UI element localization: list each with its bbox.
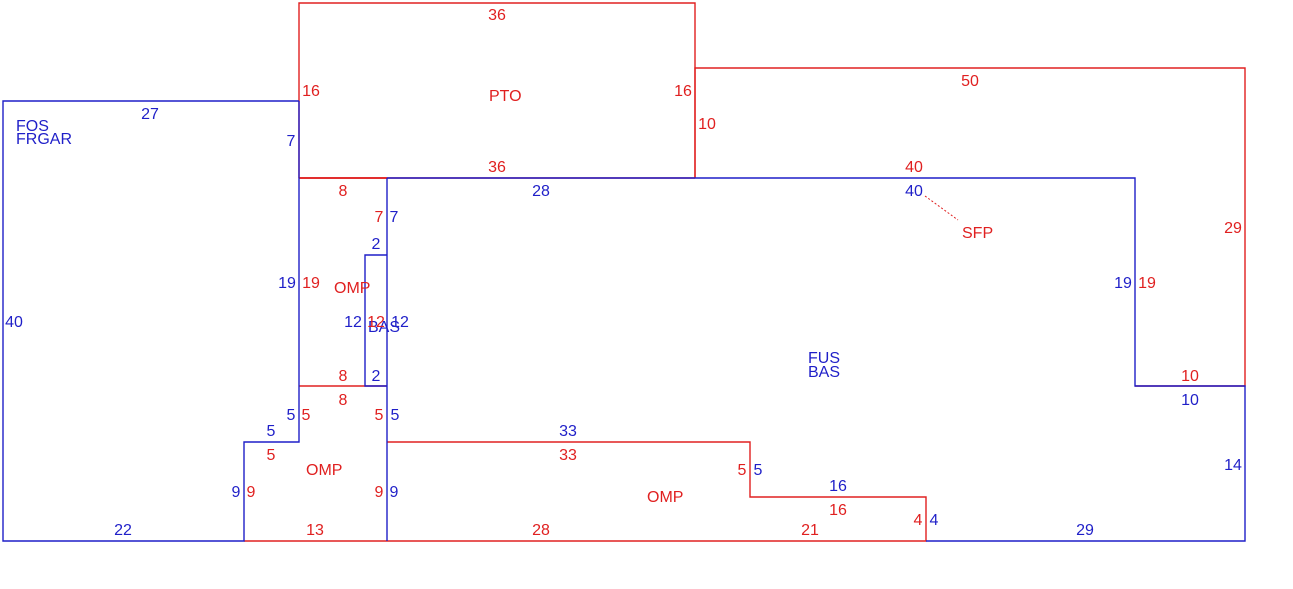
sfp-leader-line xyxy=(924,195,959,221)
dim-pto-top: 36 xyxy=(488,7,506,24)
dim-omp-upper-left: 19 xyxy=(302,275,320,292)
dim-sfp-top: 50 xyxy=(961,73,979,90)
dim-garage-step-top: 5 xyxy=(267,423,276,440)
dim-omp-bottom-step-top-red: 16 xyxy=(829,502,847,519)
dim-garage-left: 40 xyxy=(5,314,23,331)
dim-garage-bottom: 22 xyxy=(114,522,132,539)
dim-omp-left-left-upper: 5 xyxy=(302,407,311,424)
main-living-outline xyxy=(387,177,1246,542)
garage-label-line2: FRGAR xyxy=(16,131,72,148)
dim-omp-bottom-bottom-left: 28 xyxy=(532,522,550,539)
pto-label: PTO xyxy=(489,88,522,105)
dim-omp-bottom-bottom-right: 21 xyxy=(801,522,819,539)
dim-pto-bottom: 36 xyxy=(488,159,506,176)
dim-omp-bottom-step-right-blue: 5 xyxy=(754,462,763,479)
dim-main-bottom-right: 29 xyxy=(1076,522,1094,539)
dim-pto-left: 16 xyxy=(302,83,320,100)
blue-outlines xyxy=(2,100,1246,542)
dim-sfp-right: 29 xyxy=(1224,220,1242,237)
omp-bottom-outline xyxy=(244,441,927,542)
omp-upper-label: OMP xyxy=(334,280,370,297)
dim-omp-bottom-right-blue: 4 xyxy=(930,512,939,529)
garage-label-line1: FOS xyxy=(16,118,49,135)
dim-garage-top: 27 xyxy=(141,106,159,123)
dim-omp-upper-right: 7 xyxy=(375,209,384,226)
dim-omp-left-step: 5 xyxy=(267,447,276,464)
main-label-line2: BAS xyxy=(808,364,840,381)
dim-omp-bottom-top-red: 33 xyxy=(559,447,577,464)
main-label-line1: FUS xyxy=(808,350,840,367)
omp-bottom-label: OMP xyxy=(647,489,683,506)
dim-omp-left-left: 9 xyxy=(247,484,256,501)
omp-left-label: OMP xyxy=(306,462,342,479)
dim-omp-bottom-right: 4 xyxy=(914,512,923,529)
sfp-label: SFP xyxy=(962,225,993,242)
dim-main-top-right: 40 xyxy=(905,183,923,200)
red-dimensions: 36 16 16 50 10 36 40 8 7 29 19 19 12 8 1… xyxy=(247,7,1242,539)
dim-omp-left-bottom: 13 xyxy=(306,522,324,539)
dim-garage-right-mid: 19 xyxy=(278,275,296,292)
dim-omp-bottom-top: 33 xyxy=(559,423,577,440)
dim-omp-bottom-step-right: 5 xyxy=(738,462,747,479)
area-labels: FOS FRGAR PTO SFP FUS BAS OMP BAS OMP OM… xyxy=(16,88,993,506)
dim-main-notch-right: 12 xyxy=(391,314,409,331)
dim-main-left-upper: 7 xyxy=(390,209,399,226)
dim-main-notch-outer: 12 xyxy=(344,314,362,331)
dim-omp-left-right: 5 xyxy=(375,407,384,424)
dim-main-right-lower: 14 xyxy=(1224,457,1242,474)
dim-omp-bottom-left: 9 xyxy=(390,484,399,501)
dim-pto-right: 16 xyxy=(674,83,692,100)
dim-garage-step-right: 5 xyxy=(287,407,296,424)
dim-omp-left-top: 8 xyxy=(339,392,348,409)
dim-garage-right-upper: 7 xyxy=(287,133,296,150)
dim-omp-bottom-step-top: 16 xyxy=(829,478,847,495)
bas-small-outline xyxy=(364,254,387,387)
dim-main-top: 28 xyxy=(532,183,550,200)
dim-main-right-step: 10 xyxy=(1181,392,1199,409)
dim-main-right: 19 xyxy=(1114,275,1132,292)
dim-omp-left-right-lower: 9 xyxy=(375,484,384,501)
bas-small-label: BAS xyxy=(368,319,400,336)
dim-sfp-step: 10 xyxy=(1181,368,1199,385)
dim-sfp-right-inner: 19 xyxy=(1138,275,1156,292)
dim-sfp-left: 10 xyxy=(698,116,716,133)
dim-garage-step-left: 9 xyxy=(232,484,241,501)
dim-bas-top: 2 xyxy=(372,236,381,253)
dim-omp-upper-top: 8 xyxy=(339,183,348,200)
dim-sfp-bottom: 40 xyxy=(905,159,923,176)
garage-outline xyxy=(2,100,300,542)
dim-main-left-lower: 5 xyxy=(391,407,400,424)
dim-bas-notch-red: 12 xyxy=(367,314,385,331)
dim-bas-bottom: 2 xyxy=(372,368,381,385)
red-outlines xyxy=(244,2,1246,542)
dim-omp-upper-bottom: 8 xyxy=(339,368,348,385)
blue-dimensions: 27 40 7 19 5 5 9 22 28 40 7 2 19 12 12 2… xyxy=(5,106,1242,539)
